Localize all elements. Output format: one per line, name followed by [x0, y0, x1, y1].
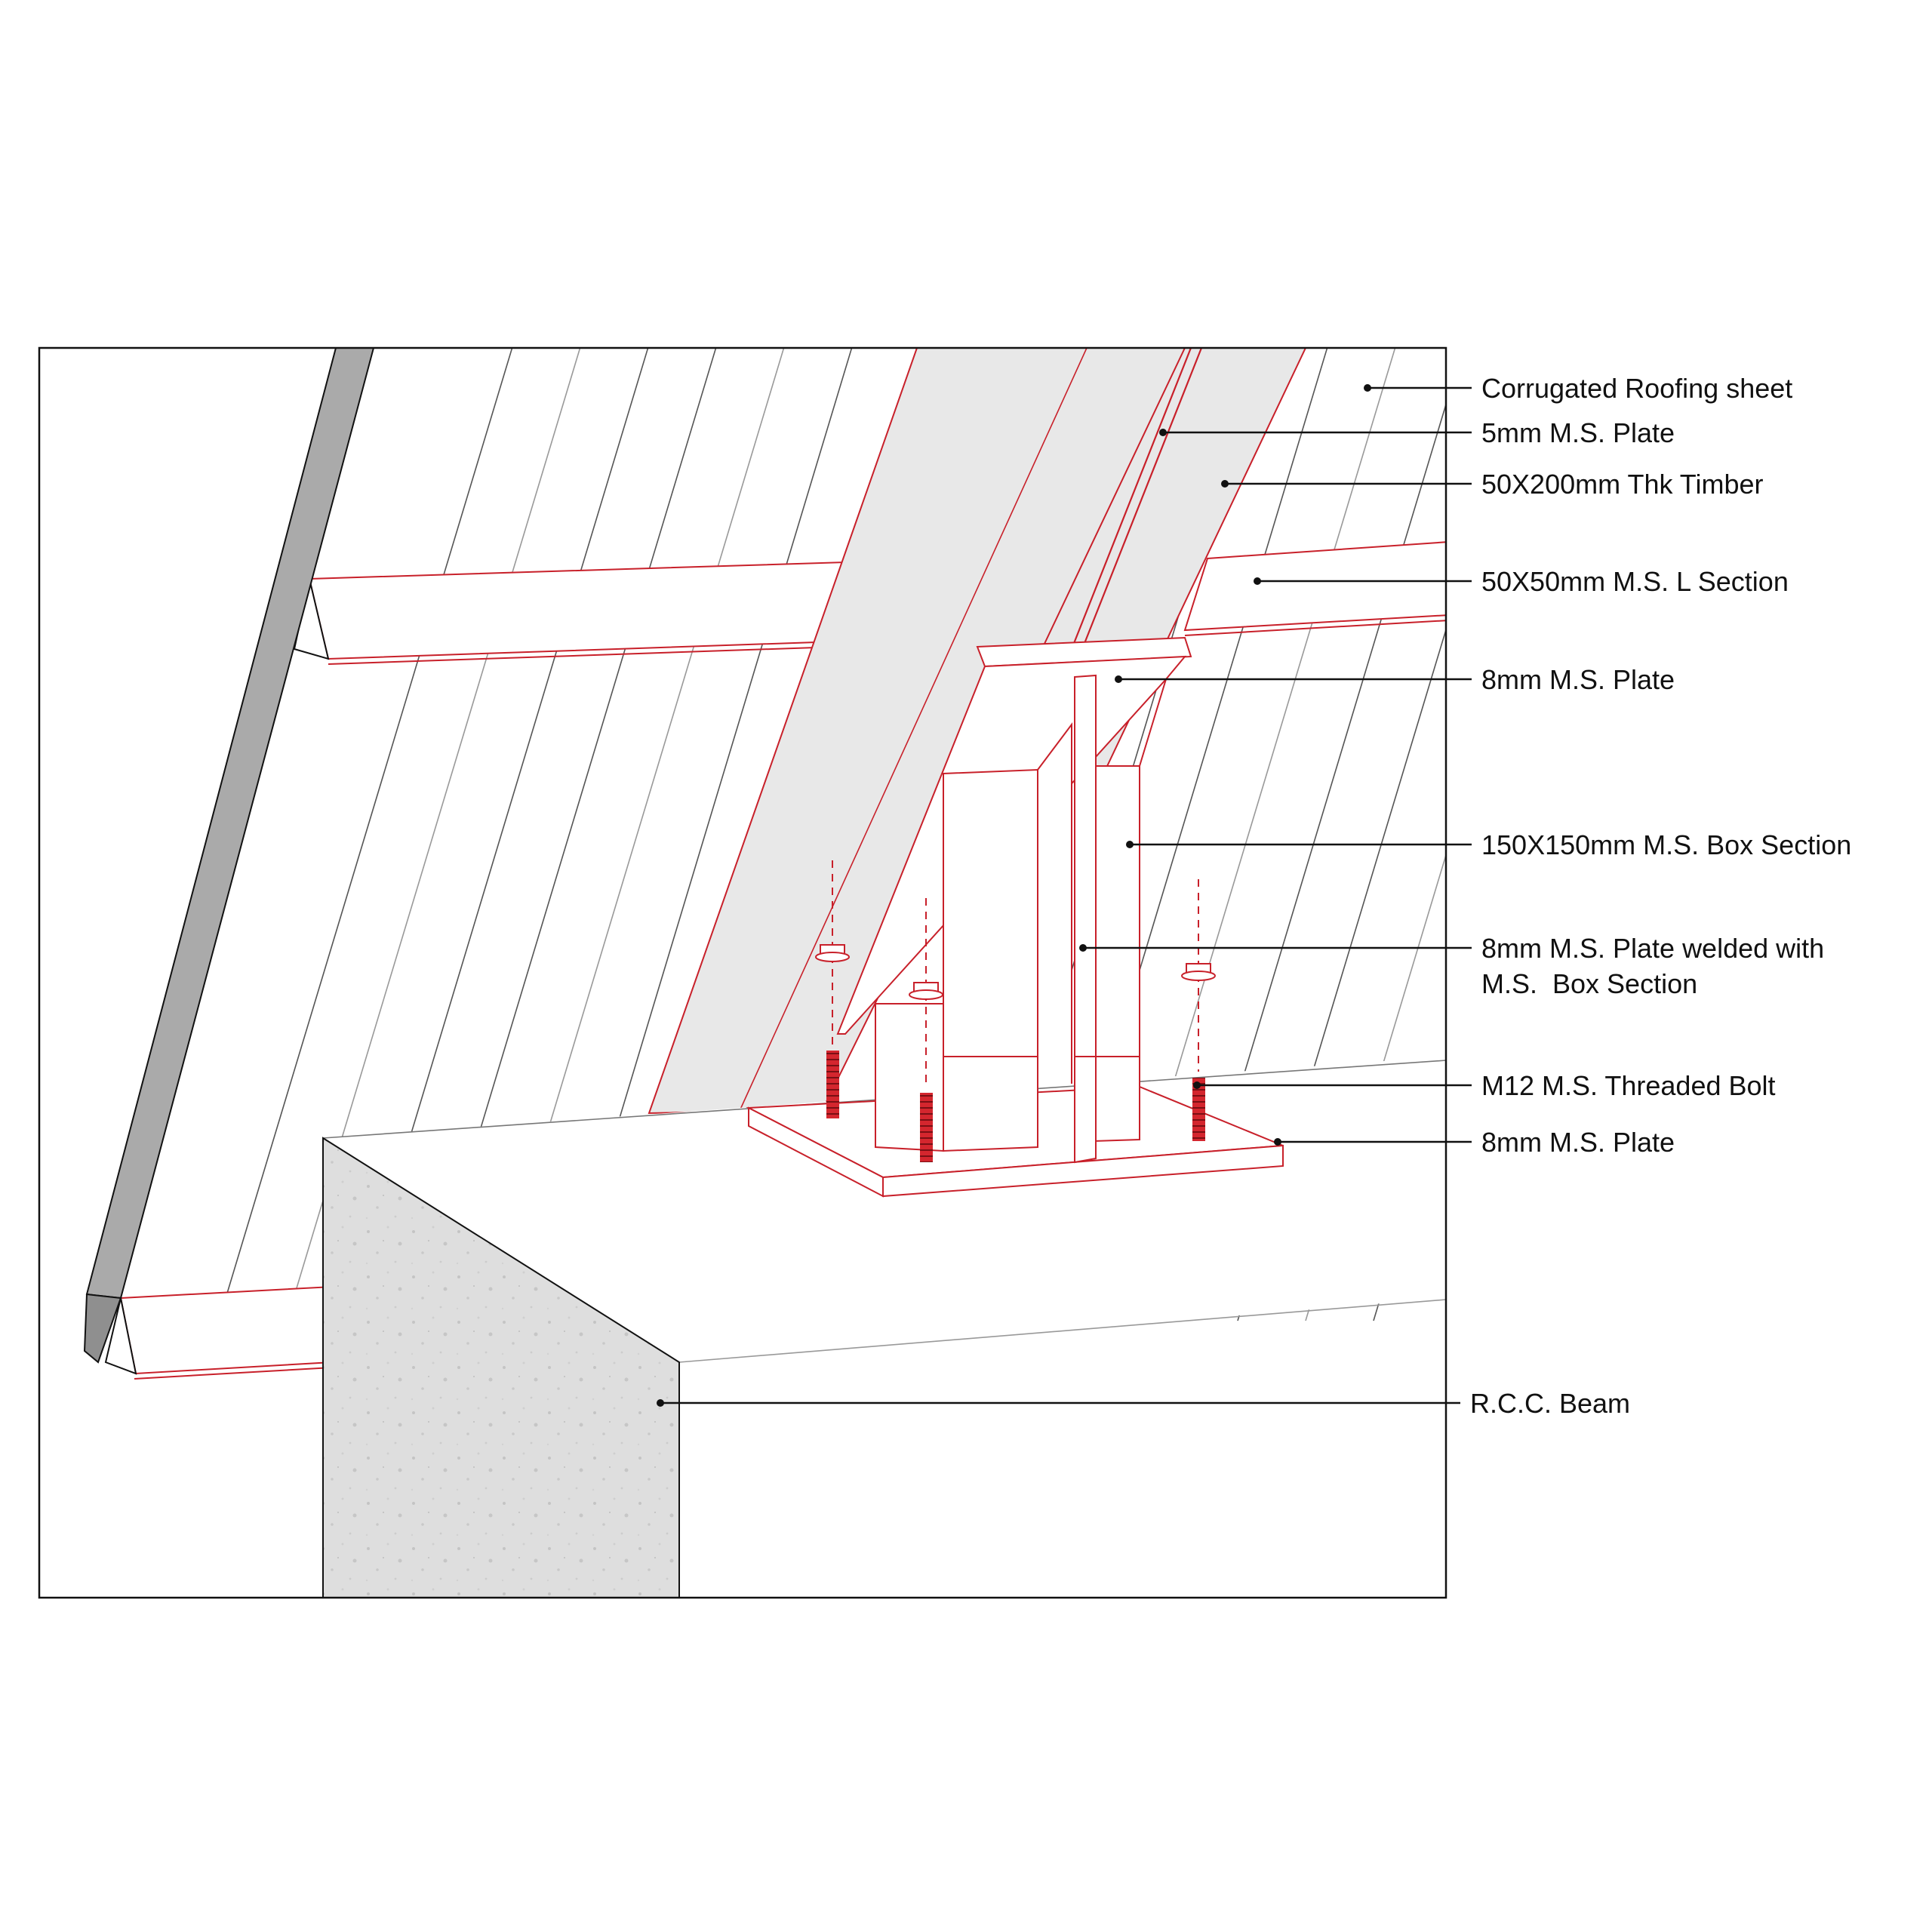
bolt-nut — [815, 944, 1216, 1000]
ms-plate-8mm-top — [976, 636, 1192, 668]
label-rcc-beam: R.C.C. Beam — [1470, 1388, 1630, 1419]
ms-l-section-upper-right — [1183, 541, 1446, 636]
label-ms-plate-5mm: 5mm M.S. Plate — [1481, 417, 1675, 448]
label-ms-plate-welded-line2: M.S. Box Section — [1481, 968, 1697, 999]
label-corrugated-roofing-sheet: Corrugated Roofing sheet — [1481, 373, 1792, 404]
ms-box-section — [836, 655, 1187, 1156]
label-ms-plate-8mm-base: 8mm M.S. Plate — [1481, 1127, 1675, 1158]
label-threaded-bolt: M12 M.S. Threaded Bolt — [1481, 1070, 1776, 1101]
labels: Corrugated Roofing sheet 5mm M.S. Plate … — [1470, 373, 1851, 1419]
label-ms-l-section: 50X50mm M.S. L Section — [1481, 566, 1789, 597]
label-ms-plate-8mm-top: 8mm M.S. Plate — [1481, 664, 1675, 695]
ms-l-section-upper-left — [293, 561, 847, 665]
ms-l-section-lower-left — [104, 1285, 333, 1380]
label-ms-box-section: 150X150mm M.S. Box Section — [1481, 829, 1851, 860]
rcc-beam — [322, 1137, 680, 1598]
label-timber: 50X200mm Thk Timber — [1481, 469, 1763, 500]
threaded-bolt — [815, 860, 1216, 1162]
leader-lines — [657, 384, 1472, 1407]
label-ms-plate-welded-line1: 8mm M.S. Plate welded with — [1481, 933, 1824, 964]
ms-plate-5mm — [1070, 348, 1203, 650]
drawing-frame — [38, 346, 1447, 1599]
